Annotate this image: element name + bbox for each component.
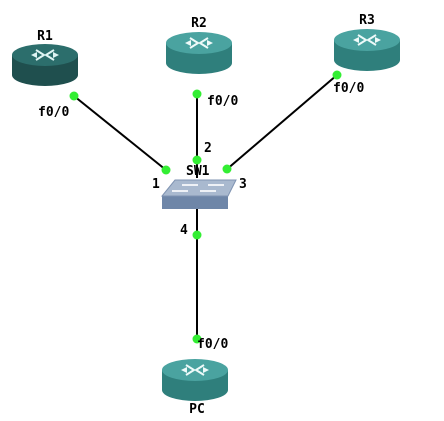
router-r1[interactable]: R1 — [12, 29, 78, 86]
port-label-sw1-1: 1 — [152, 177, 160, 192]
link-status-dot — [192, 334, 202, 344]
link-status-dot — [332, 70, 342, 80]
router-r2-label: R2 — [191, 16, 207, 31]
router-icon — [162, 359, 228, 401]
link-status-dot — [222, 164, 232, 174]
port-label-r3-f0-0: f0/0 — [333, 81, 364, 96]
switch-sw1[interactable]: SW1 — [160, 164, 237, 209]
link-status-dot — [192, 155, 202, 165]
router-r3-label: R3 — [359, 13, 375, 28]
pc-label: PC — [189, 402, 205, 417]
pc-host[interactable]: PC — [162, 359, 228, 417]
router-r3[interactable]: R3 — [334, 13, 400, 71]
link-r3-sw1 — [225, 74, 338, 171]
switch-icon — [160, 179, 237, 209]
link-status-dot — [192, 89, 202, 99]
port-label-r1-f0-0: f0/0 — [38, 105, 69, 120]
link-status-dot — [192, 230, 202, 240]
switch-sw1-label: SW1 — [186, 164, 210, 179]
link-status-dot — [69, 91, 79, 101]
link-status-dot — [161, 165, 171, 175]
router-icon — [12, 44, 78, 86]
port-label-pc-f0-0: f0/0 — [197, 337, 228, 352]
router-r1-label: R1 — [37, 29, 53, 44]
port-label-r2-f0-0: f0/0 — [207, 94, 238, 109]
port-label-sw1-2: 2 — [204, 141, 212, 156]
router-icon — [334, 29, 400, 71]
port-label-sw1-4: 4 — [180, 223, 188, 238]
router-r2[interactable]: R2 — [166, 16, 232, 74]
router-icon — [166, 32, 232, 74]
link-r1-sw1 — [73, 95, 167, 171]
port-label-sw1-3: 3 — [239, 177, 247, 192]
